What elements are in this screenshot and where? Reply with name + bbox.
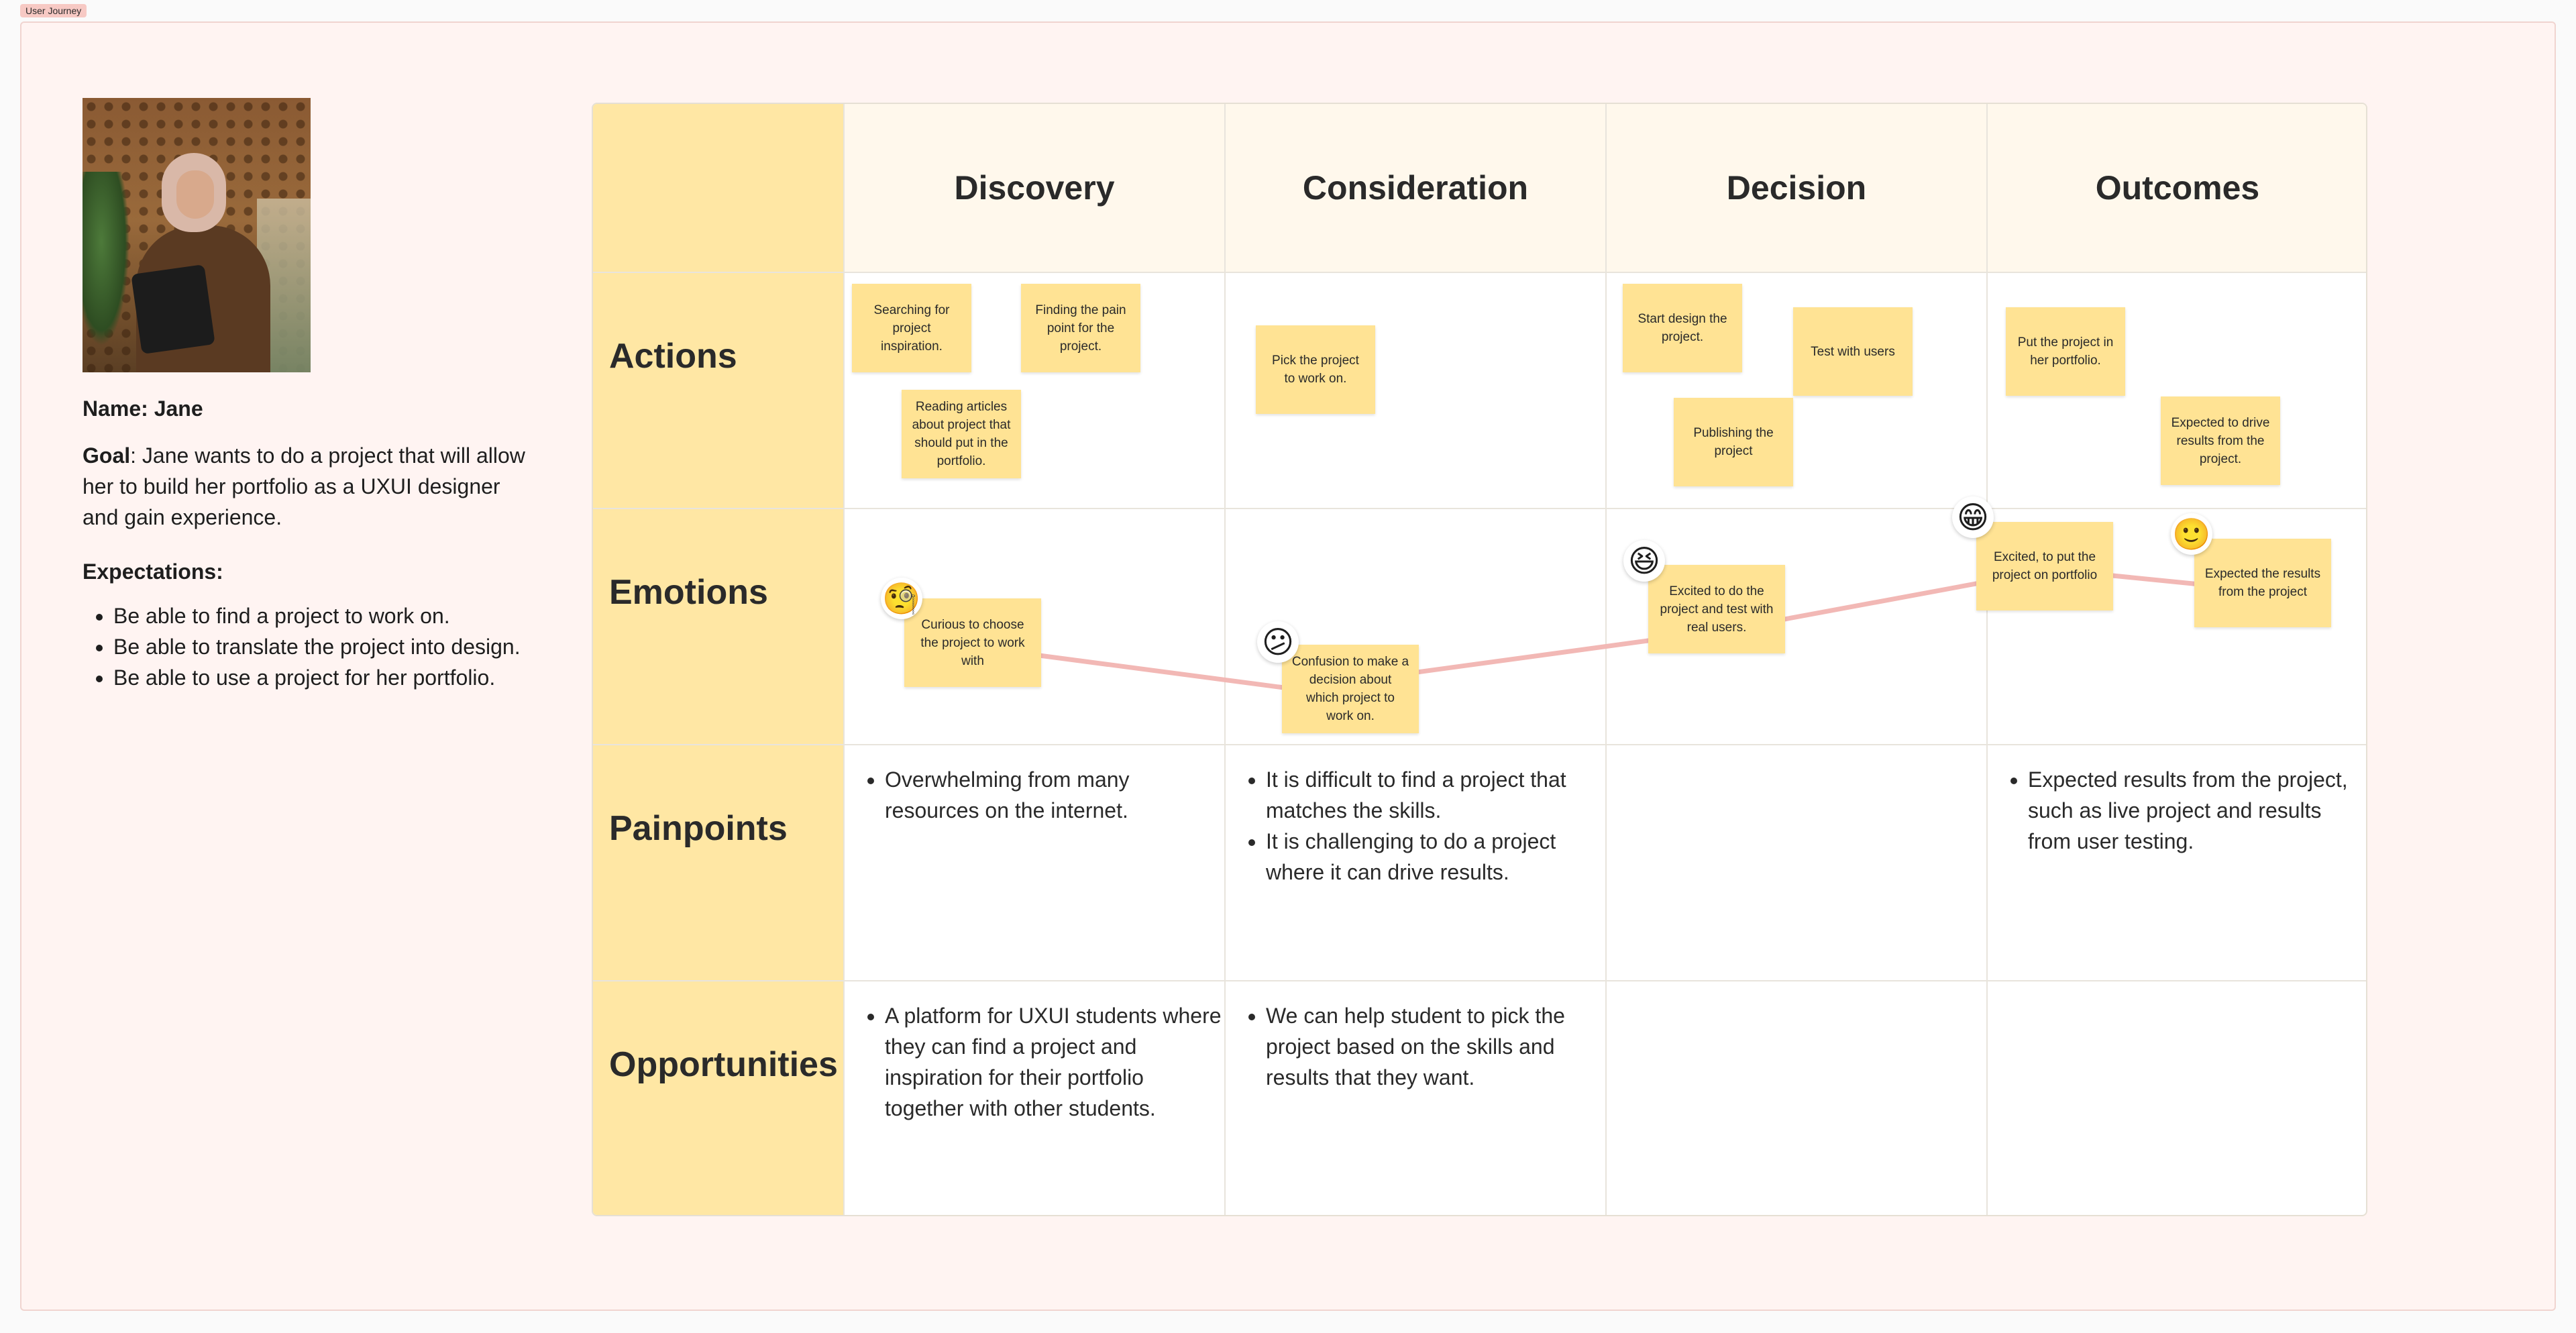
painpoints-consideration: It is difficult to find a project that m… bbox=[1238, 764, 1601, 888]
column-header-discovery[interactable]: Discovery bbox=[954, 169, 1115, 207]
opportunities-consideration: We can help student to pick the project … bbox=[1238, 1000, 1601, 1093]
sticky-note[interactable]: Searching for project inspiration. bbox=[852, 284, 971, 372]
grinning-squinting-face-icon[interactable]: 😆 bbox=[1623, 540, 1665, 582]
column-header-band bbox=[843, 104, 2366, 272]
persona-goal: Goal: Jane wants to do a project that wi… bbox=[83, 440, 539, 533]
row-header-painpoints[interactable]: Painpoints bbox=[609, 809, 788, 848]
opportunities-discovery: A platform for UXUI students where they … bbox=[857, 1000, 1227, 1124]
sticky-note[interactable]: Reading articles about project that shou… bbox=[902, 390, 1021, 478]
sticky-note[interactable]: Curious to choose the project to work wi… bbox=[904, 598, 1041, 687]
sticky-note[interactable]: Expected to drive results from the proje… bbox=[2161, 396, 2280, 485]
list-item: It is challenging to do a project where … bbox=[1266, 826, 1601, 888]
row-header-band bbox=[593, 104, 843, 1215]
sticky-note[interactable]: Excited to do the project and test with … bbox=[1648, 565, 1785, 653]
list-item: We can help student to pick the project … bbox=[1266, 1000, 1601, 1093]
sticky-note[interactable]: Excited, to put the project on portfolio bbox=[1976, 522, 2113, 610]
persona-name: Name: Jane bbox=[83, 396, 203, 421]
frame-label[interactable]: User Journey bbox=[20, 4, 87, 17]
list-item: Be able to translate the project into de… bbox=[113, 631, 539, 662]
list-item: Overwhelming from many resources on the … bbox=[885, 764, 1220, 826]
sticky-note[interactable]: Finding the pain point for the project. bbox=[1021, 284, 1140, 372]
journey-table: Discovery Consideration Decision Outcome… bbox=[592, 103, 2367, 1216]
sticky-note[interactable]: Put the project in her portfolio. bbox=[2006, 307, 2125, 396]
sticky-note[interactable]: Test with users bbox=[1793, 307, 1913, 396]
goal-label: Goal bbox=[83, 443, 131, 468]
slightly-smiling-face-icon[interactable]: 🙂 bbox=[2171, 513, 2212, 555]
row-header-actions[interactable]: Actions bbox=[609, 337, 737, 376]
expectations-title: Expectations: bbox=[83, 559, 223, 584]
column-header-outcomes[interactable]: Outcomes bbox=[2095, 169, 2260, 207]
column-header-consideration[interactable]: Consideration bbox=[1302, 169, 1529, 207]
sticky-note[interactable]: Pick the project to work on. bbox=[1256, 325, 1375, 414]
persona-photo[interactable] bbox=[83, 98, 311, 372]
row-header-emotions[interactable]: Emotions bbox=[609, 573, 768, 612]
monocle-face-icon[interactable]: 🧐 bbox=[881, 578, 922, 619]
beaming-face-icon[interactable]: 😁 bbox=[1952, 496, 1994, 538]
expectations-list: Be able to find a project to work on. Be… bbox=[83, 600, 539, 693]
sticky-note[interactable]: Confusion to make a decision about which… bbox=[1282, 645, 1419, 733]
list-item: Be able to find a project to work on. bbox=[113, 600, 539, 631]
list-item: Be able to use a project for her portfol… bbox=[113, 662, 539, 693]
sticky-note[interactable]: Expected the results from the project bbox=[2194, 539, 2331, 627]
painpoints-discovery: Overwhelming from many resources on the … bbox=[857, 764, 1220, 826]
list-item: Expected results from the project, such … bbox=[2028, 764, 2366, 857]
list-item: A platform for UXUI students where they … bbox=[885, 1000, 1227, 1124]
goal-text: : Jane wants to do a project that will a… bbox=[83, 443, 525, 529]
sticky-note[interactable]: Start design the project. bbox=[1623, 284, 1742, 372]
persona-panel: Name: Jane Goal: Jane wants to do a proj… bbox=[83, 98, 539, 693]
sticky-note[interactable]: Publishing the project bbox=[1674, 398, 1793, 486]
painpoints-outcomes: Expected results from the project, such … bbox=[2000, 764, 2366, 857]
column-header-decision[interactable]: Decision bbox=[1726, 169, 1867, 207]
list-item: It is difficult to find a project that m… bbox=[1266, 764, 1601, 826]
confused-face-icon[interactable]: 😕 bbox=[1257, 621, 1299, 663]
user-journey-frame: Name: Jane Goal: Jane wants to do a proj… bbox=[20, 21, 2556, 1311]
row-header-opportunities[interactable]: Opportunities bbox=[609, 1045, 838, 1084]
